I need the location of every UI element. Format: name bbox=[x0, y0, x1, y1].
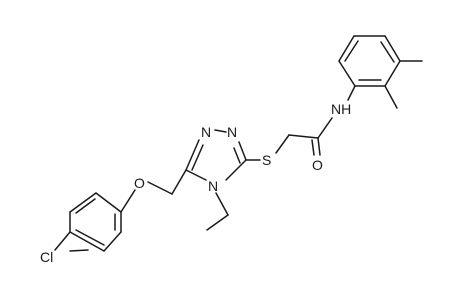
bond bbox=[214, 129, 227, 133]
atom-labels: Cl O N N N S O NH bbox=[40, 101, 351, 265]
atom-n2: N bbox=[227, 124, 237, 140]
bond bbox=[225, 159, 247, 181]
atom-nh: NH bbox=[331, 101, 351, 117]
bond bbox=[338, 35, 355, 62]
bond bbox=[344, 40, 359, 62]
bond bbox=[75, 198, 96, 214]
bonds bbox=[54, 35, 423, 252]
bond bbox=[384, 60, 401, 87]
bond bbox=[54, 231, 71, 251]
bond bbox=[317, 117, 333, 139]
atom-cl: Cl bbox=[40, 249, 53, 265]
bond bbox=[288, 134, 319, 139]
atom-o-ether: O bbox=[134, 175, 145, 191]
bond bbox=[69, 249, 89, 252]
bond bbox=[95, 192, 122, 213]
bond bbox=[191, 144, 204, 171]
bond bbox=[384, 35, 401, 62]
atom-n1: N bbox=[201, 124, 211, 140]
bond bbox=[206, 214, 229, 231]
atom-o-carbonyl: O bbox=[312, 157, 323, 173]
bond bbox=[69, 231, 105, 252]
bond bbox=[147, 181, 173, 195]
bond bbox=[317, 137, 321, 156]
bond bbox=[120, 189, 136, 213]
bond bbox=[275, 134, 290, 154]
bond bbox=[380, 41, 395, 63]
bond bbox=[103, 231, 122, 252]
bond bbox=[233, 147, 241, 164]
bond bbox=[347, 85, 356, 101]
bond bbox=[384, 85, 398, 109]
bond bbox=[69, 192, 97, 213]
bond bbox=[238, 141, 247, 161]
bond bbox=[185, 139, 200, 171]
bond bbox=[311, 139, 315, 156]
bond bbox=[338, 60, 356, 87]
bond bbox=[171, 169, 187, 195]
atom-n4: N bbox=[208, 178, 218, 194]
bond bbox=[75, 229, 105, 246]
atom-s: S bbox=[262, 152, 271, 168]
bond bbox=[215, 192, 229, 216]
bond bbox=[185, 169, 207, 181]
